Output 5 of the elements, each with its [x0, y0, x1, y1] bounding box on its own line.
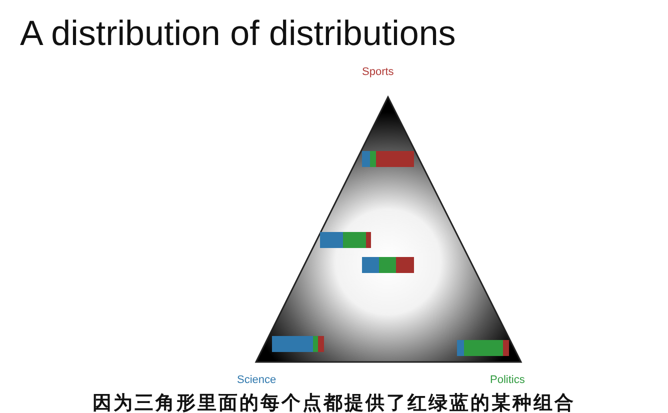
vertex-label: Sports [362, 66, 394, 78]
caption: 因为三角形里面的每个点都提供了红绿蓝的某种组合 [92, 391, 576, 413]
vertex-label: Science [237, 374, 276, 386]
title: A distribution of distributions [20, 14, 456, 54]
vertex-label: Politics [490, 374, 525, 386]
